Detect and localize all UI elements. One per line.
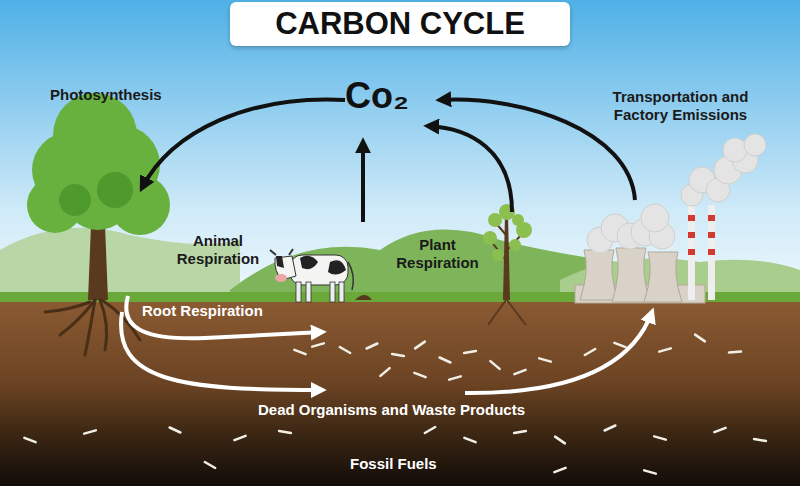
process-label: Plant Respiration (390, 236, 485, 272)
bone (425, 427, 435, 433)
bone (279, 431, 291, 433)
bone (554, 468, 565, 472)
process-label: Transportation and Factory Emissions (588, 88, 773, 124)
bone (464, 351, 476, 353)
bone (205, 462, 215, 468)
bone (415, 342, 425, 349)
bone (695, 335, 705, 342)
bone (440, 358, 451, 363)
bone (514, 370, 525, 374)
bone (659, 348, 671, 351)
process-label: Photosynthesis (50, 86, 162, 104)
bone (464, 438, 475, 442)
title-banner: CARBON CYCLE (230, 2, 570, 46)
bone (367, 344, 378, 349)
bone (449, 376, 461, 379)
bone (555, 437, 565, 444)
bone (234, 436, 245, 440)
bone (490, 361, 499, 369)
bone (614, 343, 625, 347)
bone (294, 350, 305, 354)
bone (414, 373, 425, 377)
bone (585, 349, 595, 355)
process-label: Animal Respiration (168, 232, 268, 268)
title: CARBON CYCLE (275, 6, 525, 42)
bone (380, 368, 389, 376)
bone (392, 354, 404, 356)
bone (729, 352, 741, 353)
bone (170, 428, 181, 433)
process-label: Root Respiration (142, 302, 263, 320)
bone (714, 428, 725, 432)
bone (312, 343, 324, 346)
layer-label: Dead Organisms and Waste Products (258, 401, 525, 419)
layer-label: Fossil Fuels (350, 455, 437, 473)
bone (644, 470, 656, 473)
bone (539, 358, 551, 361)
bone (754, 439, 766, 441)
bone (514, 431, 526, 433)
bone (654, 436, 666, 439)
bone (605, 426, 616, 431)
bone (24, 438, 35, 442)
bone (84, 430, 96, 433)
bone (340, 347, 350, 353)
co2-label: Co₂ (345, 74, 409, 117)
